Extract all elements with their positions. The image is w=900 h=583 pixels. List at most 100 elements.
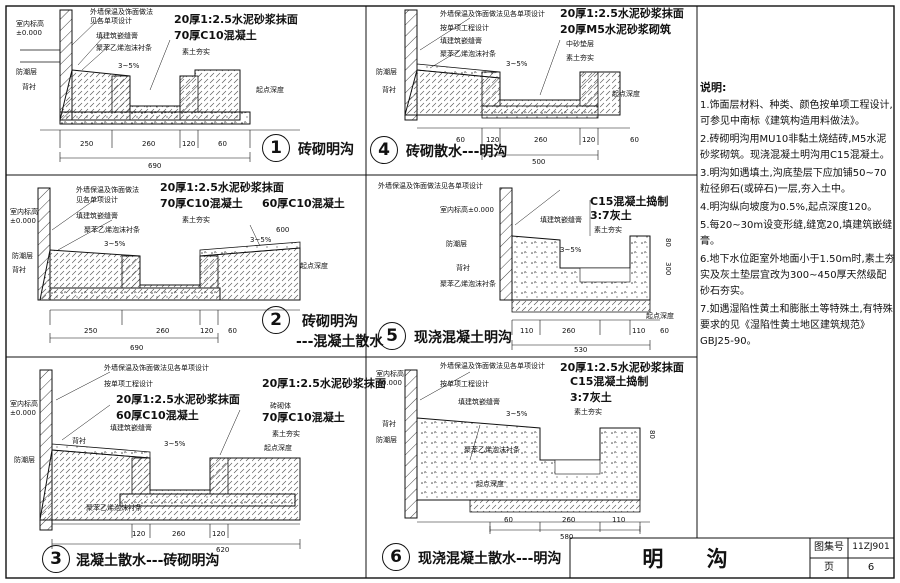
- p1-label-finish-2: 见各单项设计: [90, 17, 132, 25]
- p3-label-dampproof: 防潮层: [14, 456, 35, 464]
- notes-section: 说明: 1.饰面层材料、种类、颜色按单项工程设计,可参见中南标《建筑构造用料做法…: [700, 80, 896, 352]
- p3-detail-number: 3: [42, 545, 70, 573]
- p2-label-finish-2: 见各单项设计: [76, 196, 118, 204]
- note-5: 5.每20~30m设变形缝,缝宽20,填建筑嵌缝膏。: [700, 220, 893, 247]
- note-2: 2.砖砌明沟用MU10非黏土烧结砖,M5水泥砂浆砌筑。现浇混凝土明沟用C15混凝…: [700, 134, 890, 161]
- p4-spec-masonry: 20厚M5水泥砂浆砌筑: [560, 23, 671, 36]
- p5-spec-lime-soil: 3:7灰土: [590, 209, 632, 222]
- p1-dim-60: 60: [218, 140, 227, 148]
- p1-detail-number: 1: [262, 134, 290, 162]
- p3-spec-plaster-a: 20厚1:2.5水泥砂浆抹面: [116, 393, 240, 406]
- p5-label-indoor-level: 室内标高±0.000: [440, 206, 494, 214]
- p3-label-brick: 砖砌体: [270, 402, 291, 410]
- p4-spec-plaster: 20厚1:2.5水泥砂浆抹面: [560, 7, 684, 20]
- page-label: 页: [824, 562, 834, 573]
- p6-title: 现浇混凝土散水---明沟: [418, 551, 562, 567]
- p6-spec-lime-soil: 3:7灰土: [570, 391, 612, 404]
- p4-dim-60b: 60: [630, 136, 639, 144]
- p2-slope: 3~5%: [104, 240, 126, 248]
- p4-dim-500: 500: [532, 158, 546, 166]
- p2-label-start-depth: 起点深度: [300, 262, 328, 270]
- p6-label-backing: 背衬: [382, 420, 396, 428]
- p1-label-backing: 背衬: [22, 83, 36, 91]
- p5-dim-80: 80: [664, 238, 672, 247]
- p4-label-backing: 背衬: [382, 86, 396, 94]
- notes-heading: 说明:: [700, 81, 727, 94]
- p3-label-level-value: ±0.000: [10, 409, 36, 417]
- p6-label-foam: 聚苯乙烯泡沫衬条: [464, 446, 520, 454]
- p3-label-sealant: 填建筑嵌缝膏: [110, 424, 152, 432]
- p6-spec-soil: 素土夯实: [574, 408, 602, 416]
- p3-dim-120b: 120: [212, 530, 226, 538]
- p6-dim-260: 260: [562, 516, 576, 524]
- detail-5-drawing: [499, 187, 660, 350]
- detail-6-drawing: [404, 369, 650, 534]
- p2-label-sealant: 填建筑嵌缝膏: [76, 212, 118, 220]
- p3-dim-620: 620: [216, 546, 230, 554]
- p2-label-level-value: ±0.000: [10, 217, 36, 225]
- p2-slope-2: 3~5%: [250, 236, 272, 244]
- detail-2-drawing: [37, 187, 301, 343]
- p1-label-level-value: ±0.000: [16, 29, 42, 37]
- p2-spec-concrete-60: 60厚C10混凝土: [262, 197, 345, 210]
- p1-label-finish: 外墙保温及饰面做法: [90, 8, 153, 16]
- p2-label-foam: 聚苯乙烯泡沫衬条: [84, 226, 140, 234]
- detail-1-drawing: [20, 9, 300, 162]
- p3-label-indoor-level: 室内标高: [10, 400, 38, 408]
- p2-spec-plaster: 20厚1:2.5水泥砂浆抹面: [160, 181, 284, 194]
- p1-spec-plaster: 20厚1:2.5水泥砂浆抹面: [174, 13, 298, 26]
- p5-title: 现浇混凝土明沟: [414, 330, 512, 346]
- p4-label-sealant: 填建筑嵌缝膏: [440, 37, 482, 45]
- p6-label-dampproof: 防潮层: [376, 436, 397, 444]
- p4-title: 砖砌散水---明沟: [406, 144, 508, 160]
- p6-dim-110: 110: [612, 516, 626, 524]
- p5-label-sealant: 填建筑嵌缝膏: [540, 216, 582, 224]
- p2-label-indoor-level: 室内标高: [10, 208, 38, 216]
- p4-dim-120b: 120: [582, 136, 596, 144]
- p1-dim-260: 260: [142, 140, 156, 148]
- p1-spec-soil: 素土夯实: [182, 48, 210, 56]
- p5-spec-concrete: C15混凝土捣制: [590, 195, 669, 208]
- p2-dim-60: 60: [228, 327, 237, 335]
- page-number: 6: [867, 562, 875, 573]
- p6-label-indoor-level: 室内标高: [376, 370, 404, 378]
- atlas-number: 11ZJ901: [852, 542, 890, 552]
- p4-label-finish: 外墙保温及饰面做法见各单项设计: [440, 10, 545, 18]
- p6-dim-80: 80: [648, 430, 656, 439]
- p2-label-dampproof: 防潮层: [12, 252, 33, 260]
- p2-dim-600: 600: [276, 226, 290, 234]
- p1-dim-690: 690: [148, 162, 162, 170]
- atlas-label: 图集号: [814, 542, 844, 553]
- drawing-title: 明 沟: [642, 547, 746, 571]
- p3-dim-120a: 120: [132, 530, 146, 538]
- p2-subtitle: ---混凝土散水: [296, 334, 384, 350]
- p6-spec-plaster: 20厚1:2.5水泥砂浆抹面: [560, 361, 684, 374]
- p1-dim-120: 120: [182, 140, 196, 148]
- p2-title: 砖砌明沟: [302, 314, 358, 330]
- p6-dim-60: 60: [504, 516, 513, 524]
- note-6: 6.地下水位距室外地面小于1.50m时,素土夯实及灰土垫层宜改为300~450厚…: [700, 254, 895, 297]
- note-4: 4.明沟纵向坡度为0.5%,起点深度120。: [700, 202, 878, 213]
- p6-label-sealant: 填建筑嵌缝膏: [458, 398, 500, 406]
- p4-label-dampproof: 防潮层: [376, 68, 397, 76]
- p3-label-foam: 聚苯乙烯泡沫衬条: [86, 504, 142, 512]
- p5-label-foam: 聚苯乙烯泡沫衬条: [440, 280, 496, 288]
- title-block: [809, 538, 894, 578]
- p5-dim-300: 300: [664, 262, 672, 276]
- p1-label-dampproof: 防潮层: [16, 68, 37, 76]
- p4-spec-sand: 中砂垫层: [566, 40, 594, 48]
- p5-label-dampproof: 防潮层: [446, 240, 467, 248]
- p3-slope: 3~5%: [164, 440, 186, 448]
- p3-label-start-depth: 起点深度: [264, 444, 292, 452]
- p2-label-finish: 外墙保温及饰面做法: [76, 186, 139, 194]
- p2-dim-120: 120: [200, 327, 214, 335]
- p1-spec-concrete: 70厚C10混凝土: [174, 29, 257, 42]
- p4-slope: 3~5%: [506, 60, 528, 68]
- p5-detail-number: 5: [378, 322, 406, 350]
- p6-detail-number: 6: [382, 543, 410, 571]
- p1-label-start-depth: 起点深度: [256, 86, 284, 94]
- p4-spec-soil: 素土夯实: [566, 54, 594, 62]
- p6-label-finish: 外墙保温及饰面做法见各单项设计: [440, 362, 545, 370]
- p6-slope: 3~5%: [506, 410, 528, 418]
